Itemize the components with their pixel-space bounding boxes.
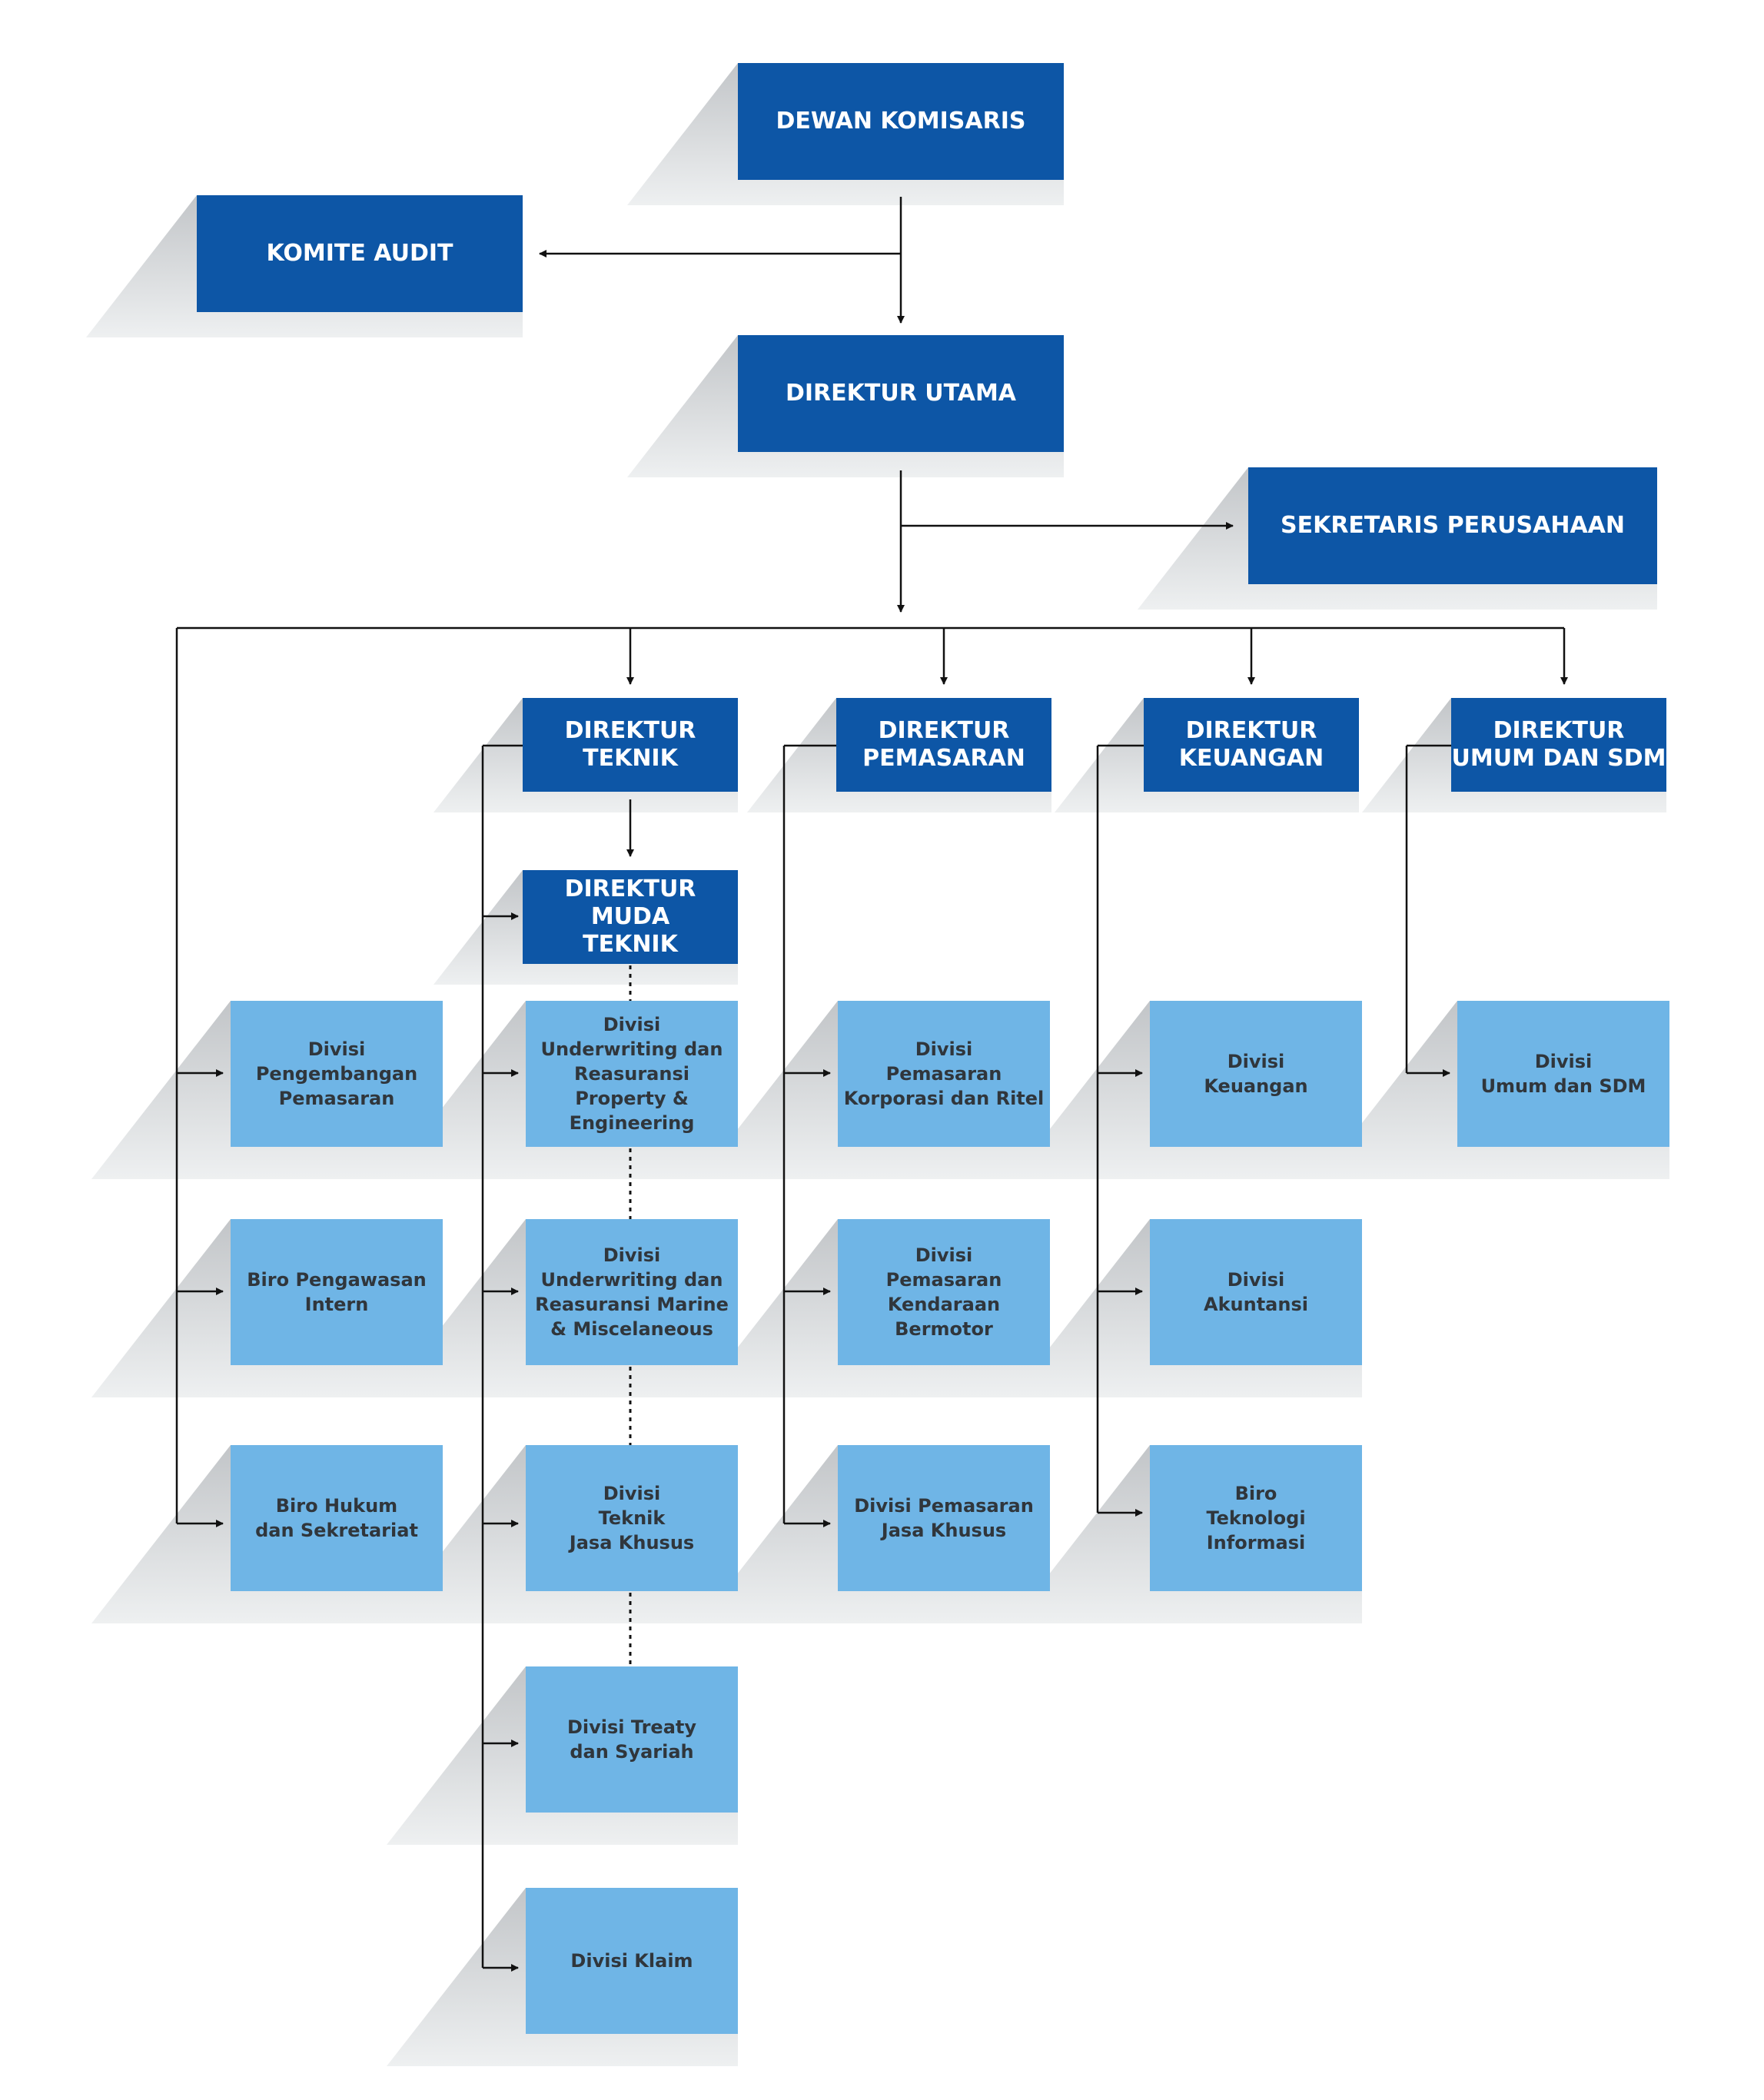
divisi-akuntansi-label: Divisi Akuntansi [1204, 1269, 1308, 1315]
direktur-keuangan-label: DIREKTUR KEUANGAN [1178, 717, 1324, 772]
direktur-utama-box: DIREKTUR UTAMA [738, 335, 1064, 452]
divisi-pemasaran-kendaraan-label: Divisi Pemasaran Kendaraan Bermotor [885, 1244, 1002, 1340]
direktur-pemasaran-box: DIREKTUR PEMASARAN [836, 698, 1051, 792]
biro-pengawasan-intern-box: Biro Pengawasan Intern [231, 1219, 443, 1365]
direktur-muda-teknik-label: DIREKTUR MUDA TEKNIK [564, 876, 696, 958]
divisi-treaty-syariah-label: Divisi Treaty dan Syariah [566, 1716, 697, 1763]
direktur-keuangan-box: DIREKTUR KEUANGAN [1144, 698, 1359, 792]
sekretaris-perusahaan-label: SEKRETARIS PERUSAHAAN [1280, 512, 1626, 539]
biro-hukum-sekretariat-label: Biro Hukum dan Sekretariat [255, 1495, 418, 1541]
direktur-umum-sdm-label: DIREKTUR UMUM DAN SDM [1451, 717, 1666, 772]
direktur-muda-teknik-box: DIREKTUR MUDA TEKNIK [523, 870, 738, 964]
divisi-keuangan-box: Divisi Keuangan [1150, 1001, 1362, 1147]
divisi-uw-property-box: Divisi Underwriting dan Reasuransi Prope… [526, 1001, 738, 1147]
direktur-utama-label: DIREKTUR UTAMA [785, 380, 1017, 407]
divisi-pemasaran-korporasi-label: Divisi Pemasaran Korporasi dan Ritel [843, 1038, 1045, 1109]
divisi-teknik-jasa-khusus-label: Divisi Teknik Jasa Khusus [569, 1483, 695, 1553]
sekretaris-perusahaan-box: SEKRETARIS PERUSAHAAN [1248, 467, 1657, 584]
divisi-umum-sdm-box: Divisi Umum dan SDM [1457, 1001, 1669, 1147]
divisi-treaty-syariah-box: Divisi Treaty dan Syariah [526, 1666, 738, 1813]
dewan-komisaris-label: DEWAN KOMISARIS [776, 108, 1026, 135]
divisi-pemasaran-jasa-khusus-box: Divisi Pemasaran Jasa Khusus [838, 1445, 1050, 1591]
divisi-keuangan-label: Divisi Keuangan [1204, 1051, 1308, 1097]
divisi-pemasaran-korporasi-box: Divisi Pemasaran Korporasi dan Ritel [838, 1001, 1050, 1147]
direktur-teknik-label: DIREKTUR TEKNIK [564, 717, 696, 772]
komite-audit-label: KOMITE AUDIT [266, 240, 453, 267]
direktur-umum-sdm-box: DIREKTUR UMUM DAN SDM [1451, 698, 1666, 792]
divisi-klaim-box: Divisi Klaim [526, 1888, 738, 2034]
biro-hukum-sekretariat-box: Biro Hukum dan Sekretariat [231, 1445, 443, 1591]
divisi-pengembangan-pemasaran-label: Divisi Pengembangan Pemasaran [255, 1038, 418, 1109]
divisi-pemasaran-kendaraan-box: Divisi Pemasaran Kendaraan Bermotor [838, 1219, 1050, 1365]
biro-pengawasan-intern-label: Biro Pengawasan Intern [247, 1269, 427, 1315]
biro-teknologi-informasi-box: Biro Teknologi Informasi [1150, 1445, 1362, 1591]
dewan-komisaris-box: DEWAN KOMISARIS [738, 63, 1064, 180]
divisi-klaim-label: Divisi Klaim [570, 1950, 693, 1972]
divisi-uw-marine-box: Divisi Underwriting dan Reasuransi Marin… [526, 1219, 738, 1365]
divisi-umum-sdm-label: Divisi Umum dan SDM [1480, 1051, 1646, 1097]
biro-teknologi-informasi-label: Biro Teknologi Informasi [1206, 1483, 1306, 1553]
komite-audit-box: KOMITE AUDIT [197, 195, 523, 312]
divisi-uw-property-label: Divisi Underwriting dan Reasuransi Prope… [540, 1014, 723, 1134]
divisi-pemasaran-jasa-khusus-label: Divisi Pemasaran Jasa Khusus [854, 1495, 1034, 1541]
direktur-teknik-box: DIREKTUR TEKNIK [523, 698, 738, 792]
divisi-pengembangan-pemasaran-box: Divisi Pengembangan Pemasaran [231, 1001, 443, 1147]
divisi-uw-marine-label: Divisi Underwriting dan Reasuransi Marin… [535, 1244, 729, 1340]
divisi-akuntansi-box: Divisi Akuntansi [1150, 1219, 1362, 1365]
divisi-teknik-jasa-khusus-box: Divisi Teknik Jasa Khusus [526, 1445, 738, 1591]
direktur-pemasaran-label: DIREKTUR PEMASARAN [862, 717, 1025, 772]
